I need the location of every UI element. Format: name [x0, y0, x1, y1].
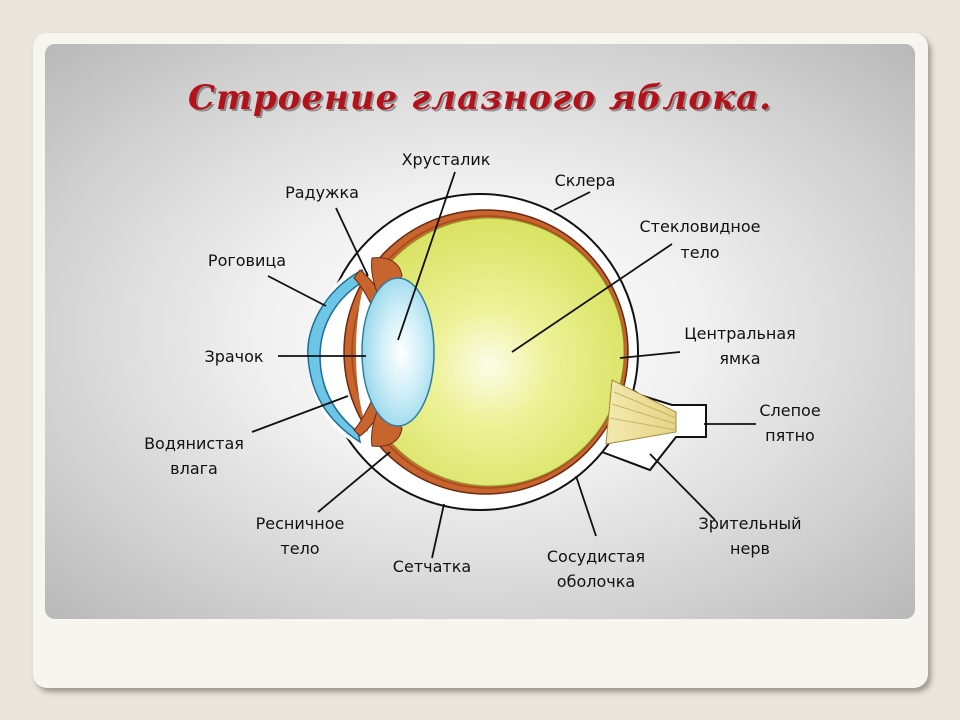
label-cornea: Роговица: [208, 251, 286, 270]
label-vitreous-2: тело: [680, 243, 719, 262]
label-vitreous-1: Стекловидное: [640, 217, 761, 236]
label-optic-nerve-2: нерв: [730, 539, 770, 558]
label-sclera: Склера: [555, 171, 616, 190]
label-pupil: Зрачок: [204, 347, 263, 366]
label-iris: Радужка: [285, 183, 359, 202]
label-blind-spot-2: пятно: [765, 426, 815, 445]
pointer-lines: [251, 171, 756, 559]
label-blind-spot-1: Слепое: [759, 401, 820, 420]
lens: [361, 277, 435, 427]
label-fovea-2: ямка: [719, 349, 760, 368]
page-title: Строение глазного яблока.: [188, 78, 772, 118]
label-choroid-2: оболочка: [557, 572, 635, 591]
label-fovea-1: Центральная: [684, 324, 796, 343]
label-retina: Сетчатка: [393, 557, 471, 576]
label-ciliary-1: Ресничное: [256, 514, 345, 533]
label-ciliary-2: тело: [280, 539, 319, 558]
label-aqueous-1: Водянистая: [144, 434, 244, 453]
label-lens: Хрусталик: [402, 150, 491, 169]
label-choroid-1: Сосудистая: [547, 547, 645, 566]
label-optic-nerve-1: Зрительный: [698, 514, 801, 533]
label-aqueous-2: влага: [170, 459, 218, 478]
cornea: [307, 268, 367, 444]
